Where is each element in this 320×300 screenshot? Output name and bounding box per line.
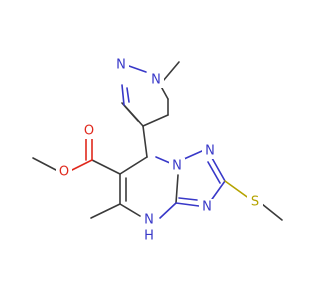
bond-n3-c3a: [175, 202, 200, 207]
label-bg: [169, 158, 185, 174]
carbonyl-oxygen-label: O: [84, 124, 94, 139]
bond-n1-c2: [211, 157, 226, 182]
bond-n-n-pyrazole: [128, 65, 147, 73]
bond-pyrazole-c4-c3: [142, 114, 169, 127]
bond-n8-n1: [183, 150, 203, 160]
bond-pyrazole-c-n2: [121, 84, 125, 106]
molecule-canvas: N N O O N N N N H S: [32, 57, 283, 244]
bond-c3a-n8: [175, 174, 179, 204]
bond-n1-c2-double: [207, 161, 221, 184]
bridgehead-n-label: N: [172, 159, 182, 174]
atom-labels: N N O O N N N N H S: [56, 57, 263, 244]
bond-c2-n3: [209, 180, 226, 203]
sulfur-label: S: [251, 195, 259, 210]
bond-c7-c6: [119, 156, 148, 175]
triazole-n-label: N: [205, 144, 215, 159]
bond-pyrazole-cn-double: [126, 87, 130, 103]
label-bg: [113, 57, 129, 73]
bond-c-o-ether: [71, 159, 93, 171]
bond-s-methyl: [261, 203, 283, 221]
label-bg: [141, 228, 157, 244]
ring-nh-n-label: N: [144, 213, 154, 228]
bond-o-methyl: [32, 157, 57, 171]
label-bg: [247, 194, 263, 210]
bond-c5-methyl: [90, 203, 121, 219]
ether-oxygen-label: O: [59, 165, 69, 180]
label-bg: [199, 199, 215, 215]
label-bg: [202, 143, 218, 159]
pyrazole-n2-label: N: [116, 58, 126, 73]
bonds: [32, 61, 283, 221]
label-bg: [141, 212, 157, 228]
bond-n3-c3a-double: [178, 197, 198, 201]
bond-n4-c3a: [159, 202, 177, 219]
bond-pyrazole-double-inner: [121, 102, 139, 122]
label-bg: [148, 72, 164, 88]
bond-pyrazole-c7: [142, 125, 148, 158]
bond-c2-s: [224, 180, 251, 200]
structure-diagram: N N O O N N N N H S: [32, 57, 283, 244]
label-bg: [56, 164, 72, 180]
pyrazole-n-methyl-label: N: [151, 73, 161, 88]
bond-n-methyl: [162, 61, 180, 82]
bond-c5-n4: [119, 203, 141, 217]
bond-c6-carbonyl-c: [91, 159, 121, 175]
ring-nh-h-label: H: [144, 229, 154, 244]
label-bg: [81, 123, 97, 139]
bond-n8-c7: [155, 156, 171, 164]
triazole-n3-label: N: [202, 200, 212, 215]
